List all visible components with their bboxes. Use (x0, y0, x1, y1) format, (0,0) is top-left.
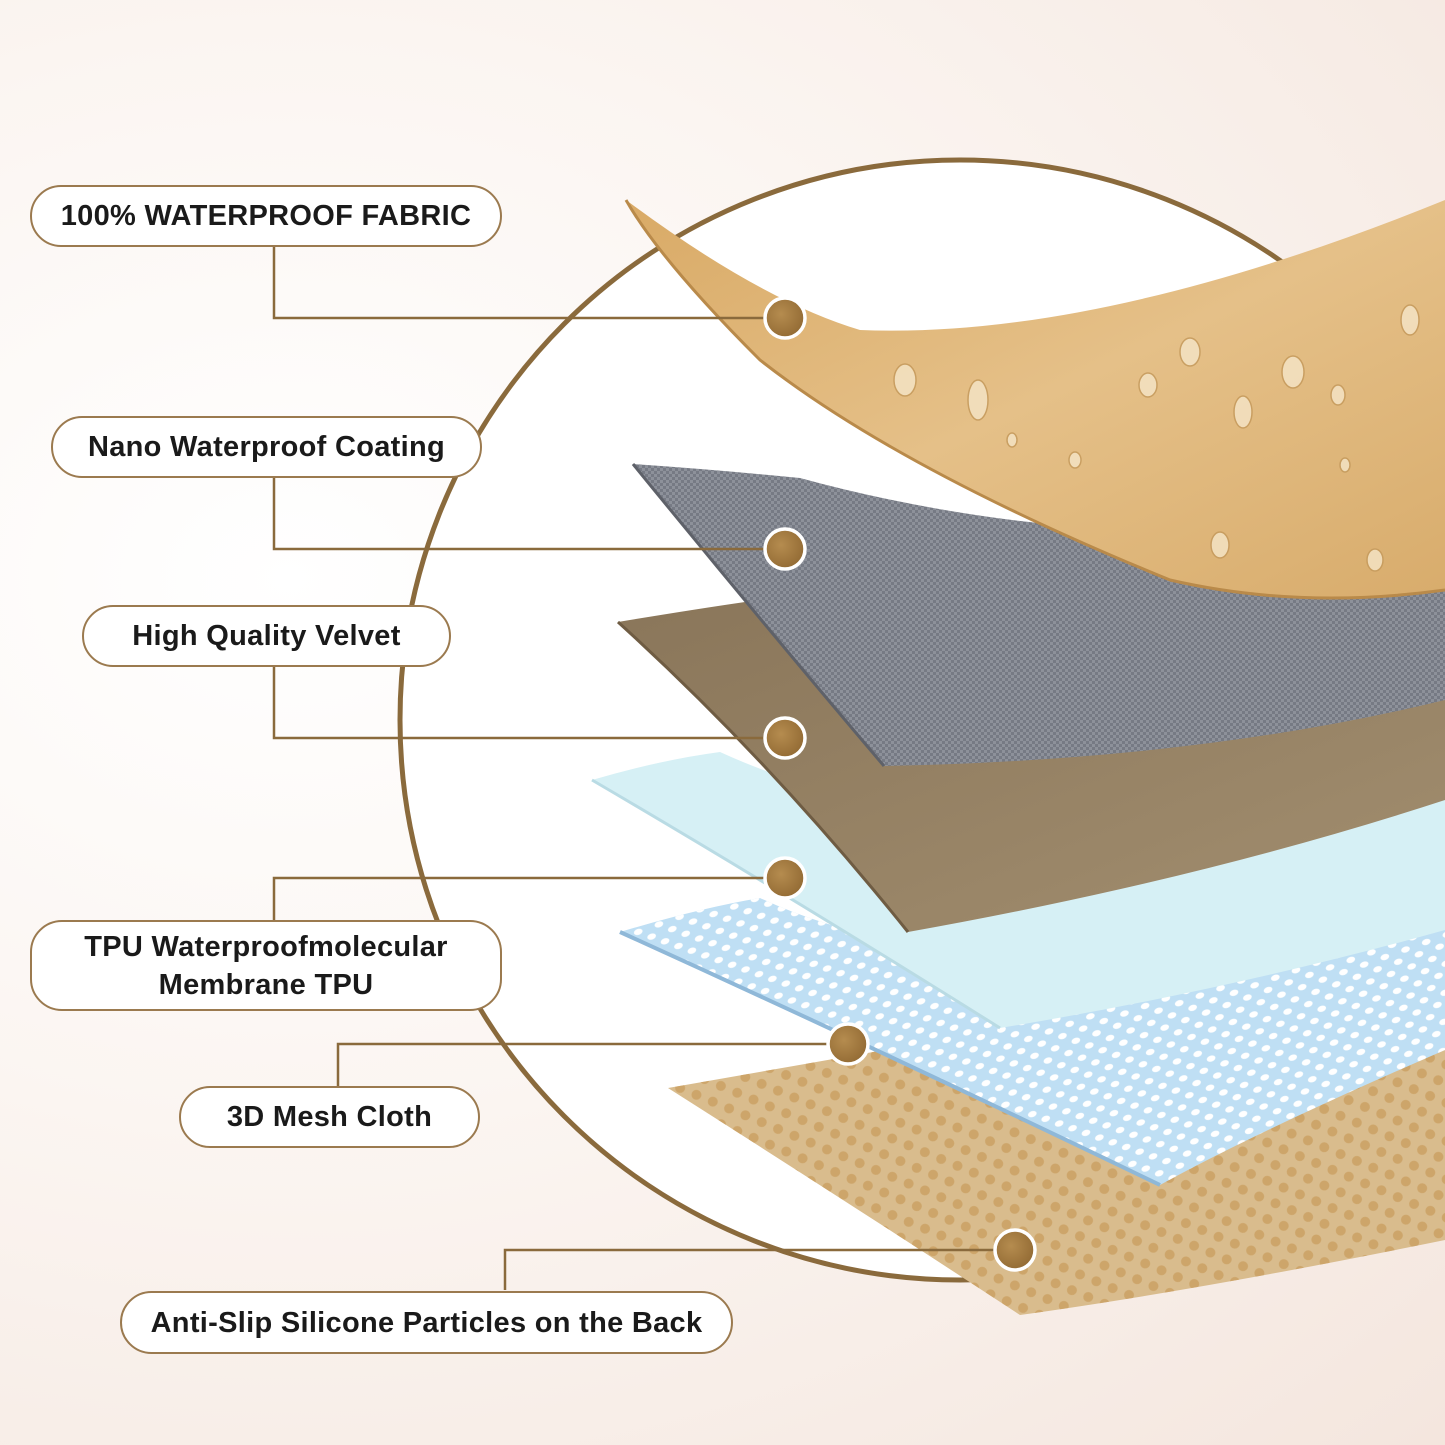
dot-velvet (763, 716, 807, 760)
label-velvet: High Quality Velvet (82, 605, 451, 667)
dot-waterproof-fabric (763, 296, 807, 340)
dot-mesh-cloth (826, 1022, 870, 1066)
connector-dots (763, 296, 1037, 1272)
label-waterproof-fabric: 100% WATERPROOF FABRIC (30, 185, 502, 247)
connector-lines (272, 246, 1015, 1290)
dot-nano-coating (763, 527, 807, 571)
label-mesh-cloth: 3D Mesh Cloth (179, 1086, 480, 1148)
water-droplets (893, 304, 1420, 572)
label-tpu-membrane: TPU Waterproofmolecular Membrane TPU (30, 920, 502, 1011)
dot-silicone-back (993, 1228, 1037, 1272)
label-silicone-back: Anti-Slip Silicone Particles on the Back (120, 1291, 733, 1354)
waterproof-fabric-layer (624, 199, 1445, 600)
label-nano-coating: Nano Waterproof Coating (51, 416, 482, 478)
dot-tpu-membrane (763, 856, 807, 900)
